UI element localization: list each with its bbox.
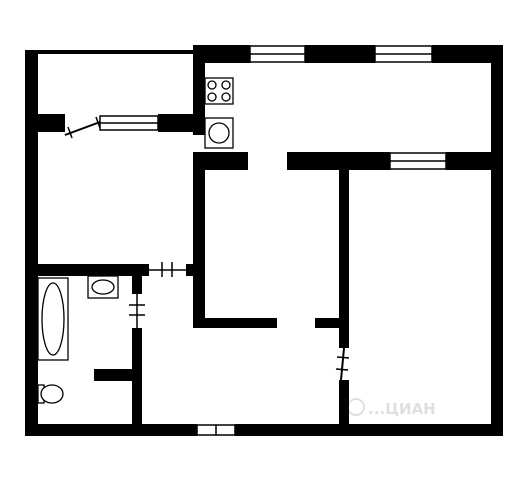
walls xyxy=(25,45,503,436)
kitchen-south-wall-left xyxy=(193,152,248,170)
kitchen-sink-icon xyxy=(204,117,234,149)
balcony-bottom-wall-right xyxy=(158,114,197,132)
toilet-icon xyxy=(37,384,64,404)
outer-wall-top-1 xyxy=(195,45,250,63)
room-south-wall-right xyxy=(186,264,205,276)
room-door xyxy=(149,262,186,277)
bedroom-west-wall-bottom xyxy=(339,380,349,436)
window-kitchen-2 xyxy=(374,45,433,63)
corridor-stub-wall xyxy=(193,318,277,328)
fixtures xyxy=(37,77,234,404)
window-kitchen-1 xyxy=(249,45,306,63)
stove-icon xyxy=(204,77,234,105)
balcony-bottom-wall-left xyxy=(25,114,65,132)
kitchen-south-wall-right xyxy=(287,152,390,170)
bathroom-east-wall-top xyxy=(132,276,142,294)
windows xyxy=(99,45,447,436)
window-bedroom-door xyxy=(389,152,447,170)
outer-wall-top-2 xyxy=(305,45,375,63)
balcony-top-rail xyxy=(25,50,195,54)
wall-kitchen-west xyxy=(193,45,205,135)
bathroom-east-wall-bottom xyxy=(132,328,142,436)
watermark-text: ...ЦИАН xyxy=(368,400,436,418)
bathtub-icon xyxy=(37,277,69,361)
bathroom-partition xyxy=(94,369,136,381)
kitchen-south-wall-far-right xyxy=(446,152,503,170)
doors xyxy=(64,116,350,381)
outer-wall-right xyxy=(491,45,503,436)
bathroom-door xyxy=(129,294,145,328)
outer-wall-top-3 xyxy=(432,45,503,63)
room-south-wall-left xyxy=(25,264,149,276)
corridor-west-wall xyxy=(193,170,205,328)
balcony-door xyxy=(64,116,101,139)
outer-wall-bottom-left xyxy=(25,424,197,436)
outer-wall-bottom-right xyxy=(235,424,503,436)
window-balcony xyxy=(99,115,159,131)
bedroom-door xyxy=(335,347,350,381)
outer-wall-left xyxy=(25,50,38,436)
bathroom-sink-icon xyxy=(87,275,119,299)
bedroom-stub-wall xyxy=(315,318,349,328)
window-bottom xyxy=(196,424,236,436)
real-estate-portal-logo: ...ЦИАН xyxy=(347,398,436,418)
bedroom-west-wall-top xyxy=(339,170,349,348)
